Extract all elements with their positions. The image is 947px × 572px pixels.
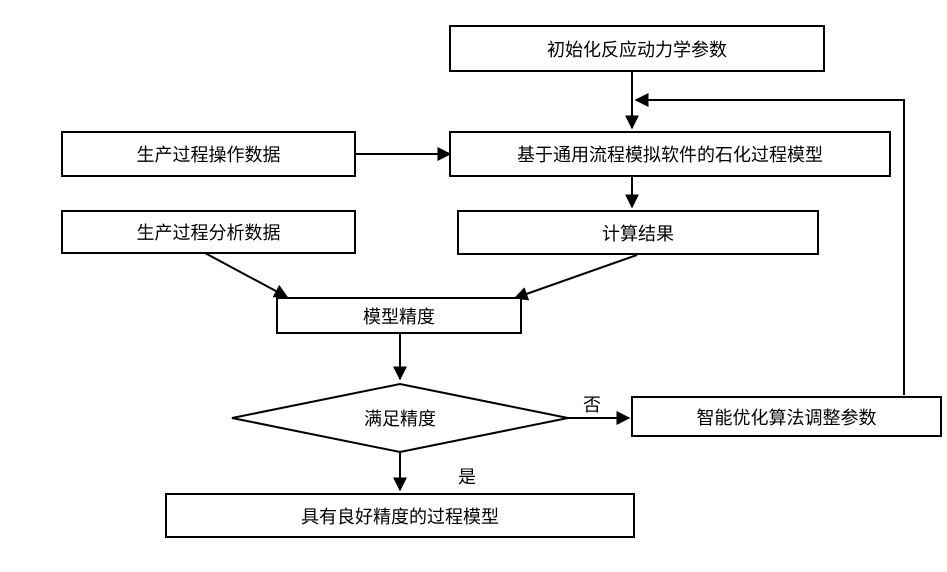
init-params-box: 初始化反应动力学参数	[449, 25, 825, 72]
decision-label: 满足精度	[364, 409, 436, 430]
edge-label-yes: 是	[458, 467, 476, 488]
calc-result-box: 计算结果	[457, 210, 819, 255]
model-accuracy-box: 模型精度	[276, 297, 522, 334]
operation-data-box: 生产过程操作数据	[61, 131, 356, 177]
analysis-data-box: 生产过程分析数据	[61, 210, 356, 254]
arrow-feedback-loop	[634, 93, 905, 395]
process-model-box: 基于通用流程模拟软件的石化过程模型	[449, 131, 891, 177]
intelligent-optimization-box: 智能优化算法调整参数	[631, 396, 942, 437]
decision-diamond	[231, 382, 569, 454]
arrow-result-to-accuracy	[513, 254, 638, 301]
arrow-analysis-to-accuracy	[204, 252, 289, 298]
edge-label-no: 否	[583, 395, 601, 416]
final-model-box: 具有良好精度的过程模型	[165, 493, 635, 538]
